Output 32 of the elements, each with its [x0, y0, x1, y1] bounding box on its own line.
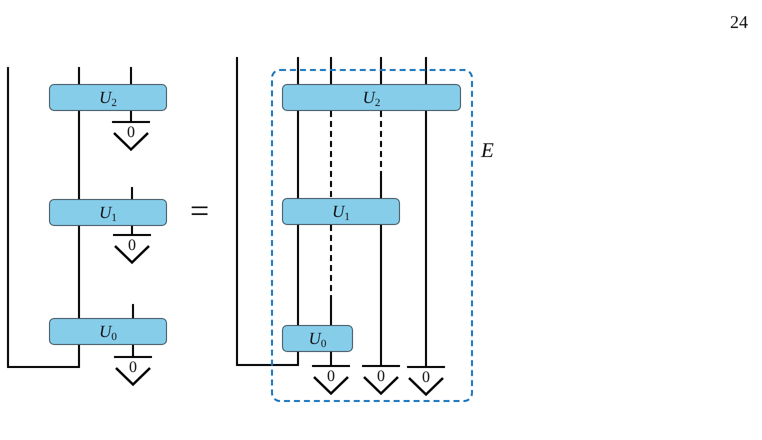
wire: [425, 111, 427, 366]
wire: [132, 304, 134, 318]
region-label: E: [481, 139, 494, 161]
wire: [131, 226, 133, 234]
unitary-gate: U$_{0}$: [49, 318, 167, 345]
dashed-wire: [380, 111, 382, 198]
wire: [236, 57, 299, 366]
wire: [380, 57, 382, 84]
wire: [131, 187, 133, 199]
unitary-gate: U$_{0}$: [282, 325, 353, 352]
wire: [297, 57, 299, 84]
wire: [78, 67, 80, 84]
wire: [78, 226, 80, 318]
dashed-wire: [330, 225, 332, 325]
wire: [297, 111, 299, 198]
unitary-gate: U$_{2}$: [49, 84, 167, 111]
wire: [330, 352, 332, 365]
wire: [130, 111, 132, 121]
unitary-gate: U$_{1}$: [282, 198, 400, 225]
dashed-wire: [330, 111, 332, 198]
wire: [132, 345, 134, 356]
wire: [7, 67, 80, 368]
wire: [330, 57, 332, 84]
wire: [425, 57, 427, 84]
wire: [78, 111, 80, 199]
wire: [297, 225, 299, 325]
wire: [130, 67, 132, 84]
unitary-gate: U$_{1}$: [49, 199, 167, 226]
equals-sign: =: [190, 195, 210, 229]
unitary-gate: U$_{2}$: [282, 84, 461, 111]
page-number: 24: [730, 13, 748, 31]
wire: [380, 225, 382, 365]
